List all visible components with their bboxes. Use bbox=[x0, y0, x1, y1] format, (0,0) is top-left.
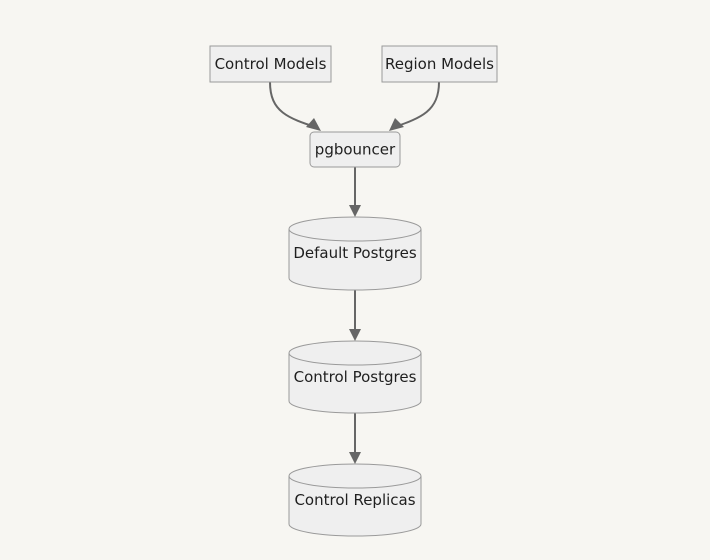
edge-control-models-to-pgbouncer bbox=[269, 81, 319, 129]
node-region-models[interactable]: Region Models bbox=[381, 45, 498, 83]
node-label-control-replicas: Control Replicas bbox=[294, 491, 415, 509]
edges bbox=[269, 81, 440, 464]
node-label-control-postgres: Control Postgres bbox=[294, 368, 417, 386]
node-label-control-models: Control Models bbox=[215, 55, 327, 73]
arrowhead-region-models bbox=[389, 118, 404, 131]
arrowhead-default-postgres bbox=[349, 205, 361, 217]
node-default-postgres[interactable]: Default Postgres bbox=[288, 216, 422, 291]
node-label-region-models: Region Models bbox=[385, 55, 494, 73]
node-pgbouncer[interactable]: pgbouncer bbox=[309, 131, 401, 168]
node-control-postgres[interactable]: Control Postgres bbox=[288, 340, 422, 414]
node-control-replicas[interactable]: Control Replicas bbox=[288, 463, 422, 537]
node-control-models[interactable]: Control Models bbox=[209, 45, 332, 83]
arrowhead-control-replicas bbox=[349, 452, 361, 464]
arrowhead-control-postgres bbox=[349, 329, 361, 341]
node-label-default-postgres: Default Postgres bbox=[293, 244, 417, 262]
node-label-pgbouncer: pgbouncer bbox=[315, 141, 396, 159]
edge-region-models-to-pgbouncer bbox=[391, 81, 440, 129]
arrowhead-control-models bbox=[306, 118, 321, 131]
